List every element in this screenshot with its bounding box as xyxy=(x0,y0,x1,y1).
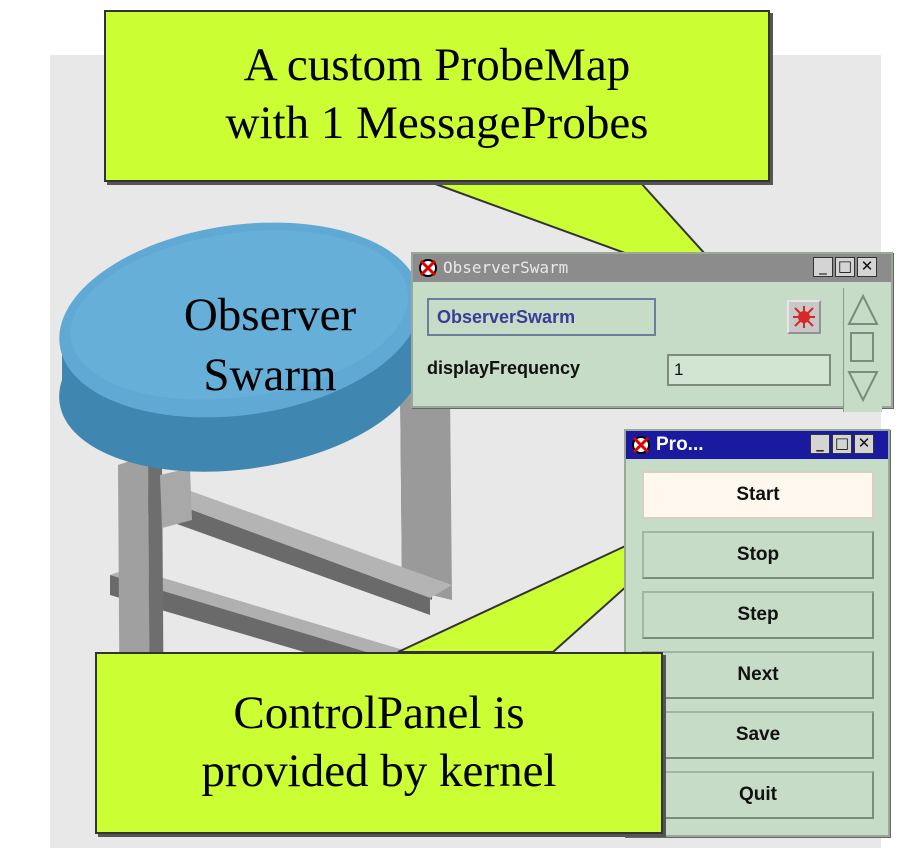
start-button[interactable]: Start xyxy=(642,471,874,519)
top-callout-box xyxy=(104,10,770,182)
scroll-thumb[interactable] xyxy=(850,332,874,362)
close-button[interactable]: ✕ xyxy=(854,434,874,454)
bug-icon xyxy=(793,306,815,328)
quit-button[interactable]: Quit xyxy=(642,771,874,819)
bottom-callout-text: ControlPanel is provided by kernel xyxy=(201,687,557,797)
disk-label: Observer Swarm xyxy=(183,289,357,401)
display-frequency-input[interactable]: 1 xyxy=(667,354,831,386)
swarm-bug-icon xyxy=(632,436,650,454)
bug-button[interactable] xyxy=(787,300,821,334)
probe-window: ObserverSwarm _ □ ✕ ObserverSwarm displa… xyxy=(411,252,893,412)
probe-scrollbar[interactable] xyxy=(843,288,882,412)
maximize-button[interactable]: □ xyxy=(835,257,855,277)
stand-leg-mid xyxy=(160,468,192,528)
control-panel-title: Pro... xyxy=(656,434,704,455)
step-button[interactable]: Step xyxy=(642,591,874,639)
stand-post-rear xyxy=(400,380,452,600)
stand-bar-top xyxy=(138,480,452,598)
minimize-button[interactable]: _ xyxy=(810,434,830,454)
swarm-bug-icon xyxy=(419,259,437,277)
scroll-down-arrow-icon[interactable] xyxy=(845,368,881,404)
control-panel-titlebar[interactable]: Pro... _ □ ✕ xyxy=(626,431,888,459)
scroll-up-arrow-icon[interactable] xyxy=(845,292,881,328)
display-frequency-label: displayFrequency xyxy=(427,358,581,378)
probe-window-title: ObserverSwarm xyxy=(443,258,569,277)
close-button[interactable]: ✕ xyxy=(857,257,877,277)
disk-top-shade xyxy=(70,230,409,400)
stop-button[interactable]: Stop xyxy=(642,531,874,579)
bottom-callout-box xyxy=(95,652,663,834)
maximize-button[interactable]: □ xyxy=(832,434,852,454)
minimize-button[interactable]: _ xyxy=(813,257,833,277)
probe-object-label[interactable]: ObserverSwarm xyxy=(427,298,656,336)
stand-rung xyxy=(110,568,420,662)
probe-window-titlebar[interactable]: ObserverSwarm _ □ ✕ xyxy=(413,254,891,282)
top-callout-text: A custom ProbeMap with 1 MessageProbes xyxy=(225,39,649,149)
save-button[interactable]: Save xyxy=(642,711,874,759)
control-panel-window: Pro... _ □ ✕ Start Stop Step Next Save Q… xyxy=(624,429,890,837)
next-button[interactable]: Next xyxy=(642,651,874,699)
stand-bar-front xyxy=(138,490,430,615)
